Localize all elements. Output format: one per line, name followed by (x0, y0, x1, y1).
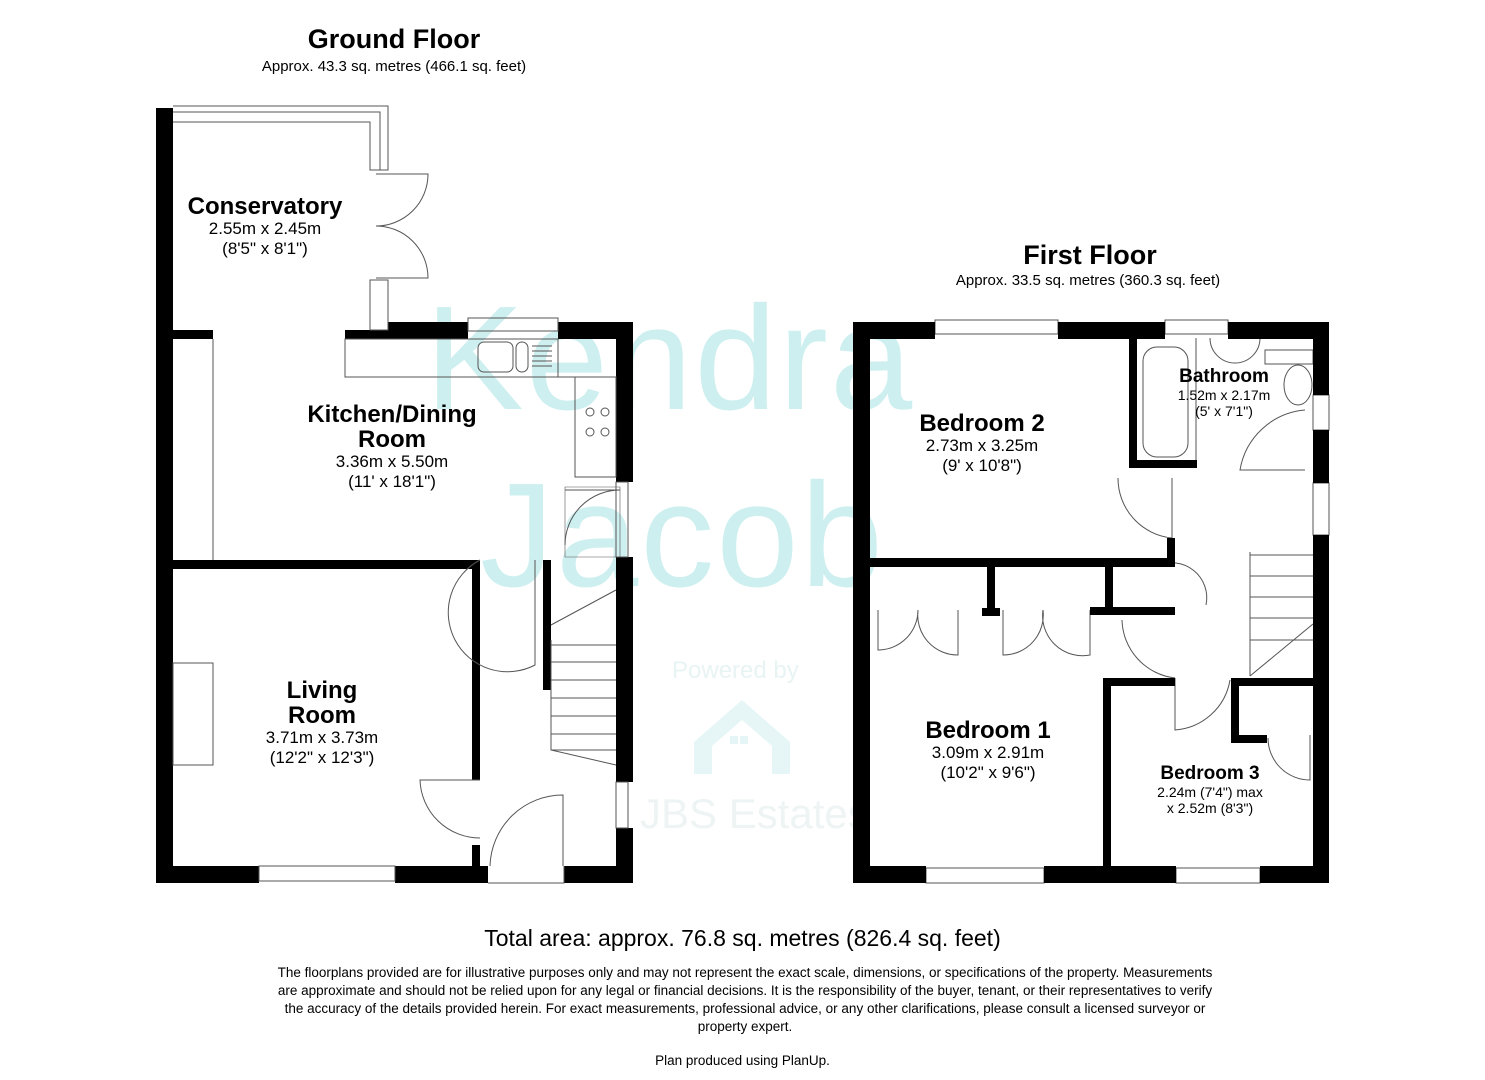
room-dimensions-metric: 1.52m x 2.17m (1177, 386, 1271, 403)
room-dimensions-metric: 3.09m x 2.91m (931, 743, 1045, 763)
house-logo-icon (694, 700, 790, 774)
first-floor-area: Approx. 33.5 sq. metres (360.3 sq. feet) (955, 272, 1221, 289)
room-name: Bedroom 1 (925, 717, 1051, 744)
watermark-brand: JBS Estates (640, 790, 869, 837)
room-bedroom-2: Bedroom 2 2.73m x 3.25m (9' x 10'8") (882, 411, 1082, 475)
room-name-line2: Room (288, 702, 356, 730)
room-dimensions-metric: 2.73m x 3.25m (925, 436, 1039, 456)
room-name: Bedroom 2 (919, 410, 1045, 437)
room-name: Bathroom (1179, 366, 1269, 387)
room-bedroom-1: Bedroom 1 3.09m x 2.91m (10'2" x 9'6") (888, 718, 1088, 782)
room-dimensions-imperial: (11' x 18'1") (348, 471, 436, 491)
room-dimensions-metric: 3.71m x 3.73m (265, 728, 379, 748)
room-bedroom-3: Bedroom 3 2.24m (7'4") max x 2.52m (8'3"… (1120, 764, 1300, 816)
room-name: Bedroom 3 (1160, 763, 1260, 784)
room-dimensions-imperial: (12'2" x 12'3") (269, 747, 375, 767)
room-dimensions-imperial: x 2.52m (8'3") (1166, 800, 1254, 817)
room-dimensions-metric: 2.24m (7'4") max (1157, 783, 1263, 800)
room-dimensions-imperial: (10'2" x 9'6") (940, 762, 1036, 782)
room-name-line1: Living (286, 677, 358, 704)
ground-floor-area: Approx. 43.3 sq. metres (466.1 sq. feet) (261, 58, 527, 75)
room-name: Conservatory (187, 193, 343, 220)
watermark-powered-by: Powered by (672, 657, 799, 684)
room-conservatory: Conservatory 2.55m x 2.45m (8'5" x 8'1") (165, 194, 365, 258)
room-dimensions-metric: 3.36m x 5.50m (335, 452, 449, 472)
room-dimensions-metric: 2.55m x 2.45m (208, 219, 322, 239)
room-name-line1: Kitchen/Dining (307, 401, 477, 428)
watermark-kendra: Kendra (425, 276, 915, 441)
room-dimensions-imperial: (9' x 10'8") (942, 455, 1022, 475)
room-name-line2: Room (358, 426, 426, 454)
ground-floor-title: Ground Floor (307, 24, 481, 54)
room-living: Living Room 3.71m x 3.73m (12'2" x 12'3"… (222, 678, 422, 767)
first-floor-title: First Floor (1023, 240, 1157, 270)
room-bathroom: Bathroom 1.52m x 2.17m (5' x 7'1") (1154, 367, 1294, 419)
total-area: Total area: approx. 76.8 sq. metres (826… (484, 925, 1001, 951)
room-dimensions-imperial: (5' x 7'1") (1195, 403, 1253, 420)
room-dimensions-imperial: (8'5" x 8'1") (222, 238, 308, 258)
produced-by: Plan produced using PlanUp. (655, 1053, 830, 1068)
disclaimer-text: The floorplans provided are for illustra… (277, 965, 1213, 1034)
room-kitchen-dining: Kitchen/Dining Room 3.36m x 5.50m (11' x… (272, 402, 512, 491)
